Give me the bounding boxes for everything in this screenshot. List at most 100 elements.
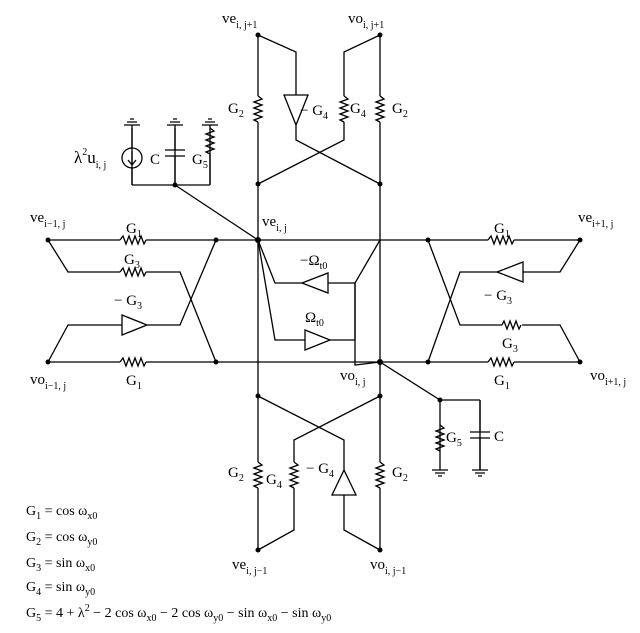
junction-dot <box>377 32 383 38</box>
junction-dot <box>255 547 261 553</box>
wires <box>47 34 581 551</box>
junction-dot <box>377 547 383 553</box>
left-neg-g3-branch <box>47 239 217 363</box>
junction-dot <box>437 397 443 403</box>
node-label: voi+1, j <box>590 368 626 388</box>
label-g4: G4 <box>266 472 282 491</box>
resistor-g5-bottom <box>434 424 446 452</box>
node-label: voi−1, j <box>30 372 66 392</box>
resistor-g3-left <box>119 266 147 278</box>
resistor-g4-top <box>338 95 350 123</box>
ground-icon <box>167 118 183 128</box>
label-g4: G4 <box>350 101 366 120</box>
label-g3: G3 <box>124 252 140 271</box>
top-g4-branch <box>257 34 381 185</box>
amp-neg-g4-top <box>283 94 309 127</box>
equation-g5: G5 = 4 + λ2 − 2 cos ωx0 − 2 cos ωy0 − si… <box>26 603 331 624</box>
component-labels: G1 G1 G1 G1 G2 G2 G2 G2 G3 G3 G4 G4 G5 G… <box>74 101 518 491</box>
junction-dot <box>425 359 431 365</box>
node-label: vei, j+1 <box>222 11 257 31</box>
node-label: voi, j <box>340 368 366 388</box>
equation-g3: G3 = sin ωx0 <box>26 556 95 574</box>
resistor-g2-top-left <box>252 95 264 123</box>
bottom-neg-g4-branch <box>257 395 381 551</box>
resistor-g1-right-top <box>487 234 515 246</box>
node-label: vei+1, j <box>578 210 613 230</box>
resistor-g4-bottom <box>288 461 300 489</box>
amp-neg-omega <box>300 272 329 294</box>
junction-dot <box>45 359 51 365</box>
node-labels: vei, j+1 voi, j+1 vei−1, j vei, j vei+1,… <box>30 11 626 577</box>
node-label: vei, j−1 <box>232 557 267 577</box>
resistor-g1-left-bottom <box>119 356 147 368</box>
label-neg-g4: − G4 <box>306 461 334 480</box>
label-g2: G2 <box>392 101 408 120</box>
junction-dot <box>213 359 219 365</box>
label-g5: G5 <box>192 152 208 171</box>
current-source-arrow-icon <box>127 151 137 167</box>
junction-dot <box>213 237 219 243</box>
top-neg-g4-branch <box>257 34 381 185</box>
resistor-g1-left-top <box>119 234 147 246</box>
label-source: λ2ui, j <box>74 147 106 171</box>
label-omega: Ωt0 <box>305 310 324 329</box>
node-label: vei−1, j <box>30 210 65 230</box>
equations: G1 = cos ωx0 G2 = cos ωy0 G3 = sin ωx0 G… <box>26 504 331 624</box>
node-label: voi, j+1 <box>348 11 384 31</box>
node-label: voi, j−1 <box>370 557 406 577</box>
passive-elements <box>121 118 490 477</box>
resistor-g1-right-bottom <box>487 356 515 368</box>
resistor-g2-top-right <box>374 95 386 123</box>
junction-dot <box>577 237 583 243</box>
junction-dot <box>425 237 431 243</box>
label-neg-g3: − G3 <box>484 288 512 307</box>
label-neg-g4: − G4 <box>300 103 328 122</box>
junction-dot <box>577 359 583 365</box>
label-g1: G1 <box>494 373 510 392</box>
label-g2: G2 <box>228 465 244 484</box>
label-capacitor: C <box>494 429 504 445</box>
label-g1: G1 <box>494 221 510 240</box>
junction-dot <box>255 393 261 399</box>
amp-neg-g3-left <box>121 314 149 336</box>
label-g1: G1 <box>126 221 142 240</box>
resistor-g2-bottom-right <box>374 461 386 489</box>
label-neg-omega: −Ωt0 <box>300 253 327 272</box>
right-neg-g3-branch <box>427 239 581 363</box>
equation-g1: G1 = cos ωx0 <box>26 504 97 522</box>
ground-icon <box>432 469 448 477</box>
label-neg-g3: − G3 <box>114 293 142 312</box>
amplifiers <box>121 94 524 496</box>
junction-dot <box>255 32 261 38</box>
resistor-g3-right <box>501 319 522 331</box>
equation-g2: G2 = cos ωy0 <box>26 530 97 548</box>
center-omega-loop <box>257 239 381 341</box>
capacitor-top <box>165 128 185 185</box>
ground-icon <box>202 118 218 128</box>
amp-neg-g3-right <box>495 261 524 283</box>
label-g5: G5 <box>446 430 462 449</box>
ground-icon <box>124 118 140 128</box>
label-capacitor: C <box>150 152 160 168</box>
source-diagonal <box>174 184 259 241</box>
capacitor-bottom <box>470 400 490 470</box>
junction-dots <box>45 32 583 553</box>
vo-center-diagonal <box>379 361 480 401</box>
bottom-g4-branch <box>257 395 381 551</box>
equation-g4: G4 = sin ωy0 <box>26 580 95 598</box>
junction-dot <box>172 182 178 188</box>
resistor-g2-bottom-left <box>252 461 264 489</box>
amp-neg-g4-bottom <box>330 468 358 496</box>
junction-dot <box>255 237 261 243</box>
left-g3-branch <box>47 239 217 363</box>
label-g2: G2 <box>228 101 244 120</box>
amp-omega <box>304 329 332 351</box>
junction-dot <box>377 359 383 365</box>
junction-dot <box>45 237 51 243</box>
junction-dot <box>377 393 383 399</box>
label-g3: G3 <box>502 336 518 355</box>
junction-dot <box>255 181 261 187</box>
node-label: vei, j <box>262 214 287 234</box>
label-g2: G2 <box>392 465 408 484</box>
